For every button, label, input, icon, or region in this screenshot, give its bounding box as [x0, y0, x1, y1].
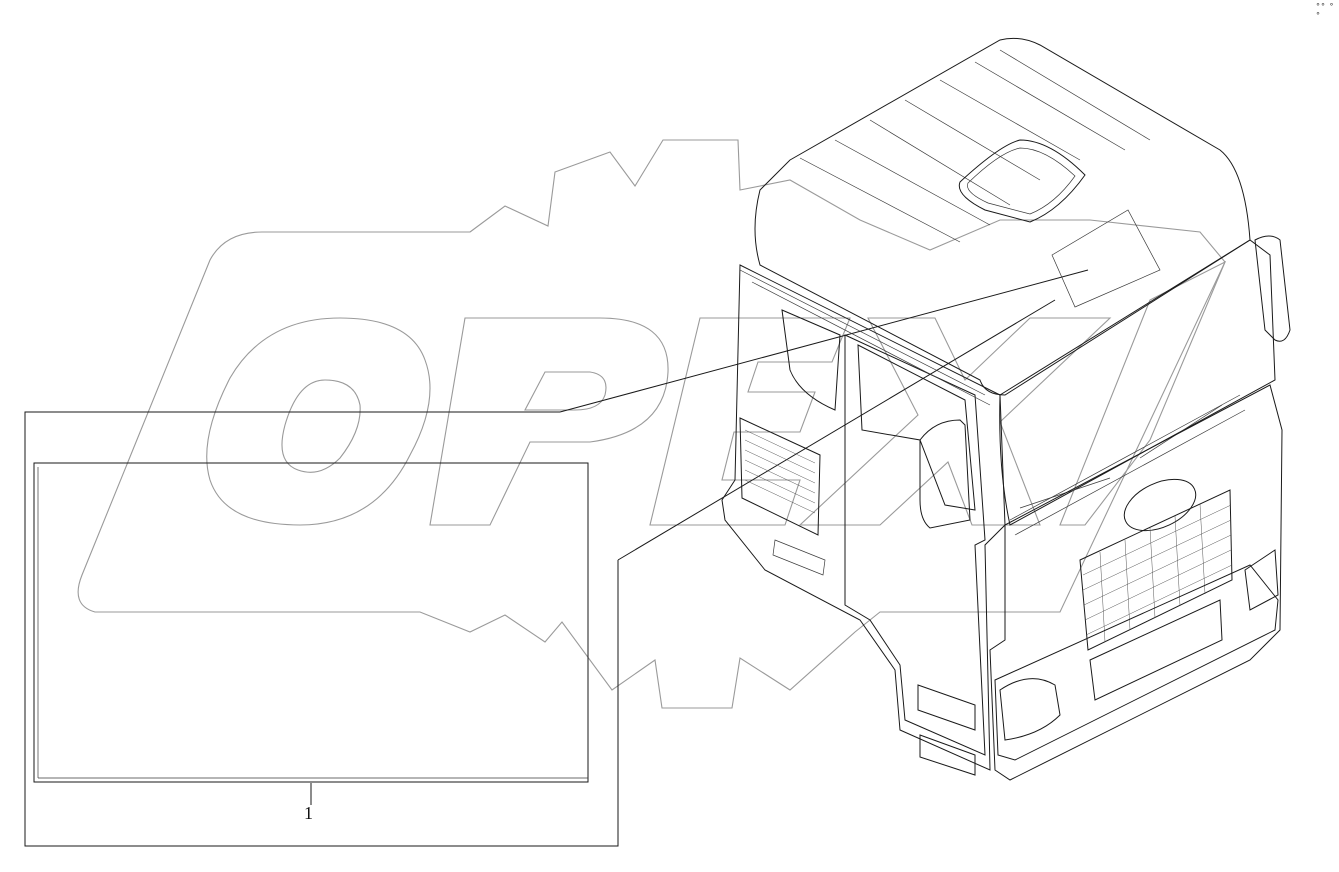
front-grille-mesh: [1082, 503, 1233, 643]
front-grille: [1079, 489, 1233, 651]
watermark-letter-e: [649, 317, 851, 526]
step-lower: [919, 734, 976, 776]
windshield-sticker: [1051, 209, 1161, 308]
right-mirror: [1254, 235, 1291, 342]
roof-hatch-inner: [967, 147, 1076, 215]
lower-grille: [1089, 599, 1223, 701]
cab-side: [721, 264, 1006, 771]
callout-outer-border: [24, 411, 619, 847]
headlight-right: [1244, 549, 1279, 611]
truck-cab-drawing: [721, 37, 1291, 781]
roof-panel-lines: [799, 49, 1151, 243]
glass-panel-outline: [33, 462, 589, 783]
side-mirror: [919, 419, 971, 529]
side-vent-grille: [744, 429, 816, 514]
front-fascia: [989, 384, 1283, 781]
watermark-letter-x: [798, 317, 1112, 526]
watermark-gear-outline: [77, 139, 1226, 709]
door-window: [857, 344, 976, 511]
part-callout-frame: [24, 411, 619, 847]
part-callout-number: 1: [304, 803, 313, 823]
door-outline: [844, 334, 986, 756]
watermark-logo: [77, 139, 1227, 709]
brand-emblem: [1123, 478, 1197, 532]
corner-mark: °° °°: [1316, 2, 1335, 20]
door-handle: [772, 539, 826, 576]
cab-trim-lines: [739, 269, 1246, 536]
step-upper: [917, 684, 976, 731]
leader-lines: [559, 269, 1089, 561]
watermark-swoosh: [1059, 260, 1227, 526]
leader-line-side-window: [617, 299, 1056, 561]
roof-hatch: [958, 139, 1086, 223]
cab-roof: [754, 37, 1251, 396]
watermark-letter-o: [206, 317, 431, 526]
watermark-letter-p: [429, 317, 669, 526]
rear-side-window: [781, 309, 841, 411]
side-vent-panel: [739, 417, 821, 536]
leader-line-windshield: [559, 269, 1089, 413]
headlight-left: [999, 678, 1061, 741]
bumper: [994, 564, 1279, 761]
wipers: [1019, 404, 1223, 509]
